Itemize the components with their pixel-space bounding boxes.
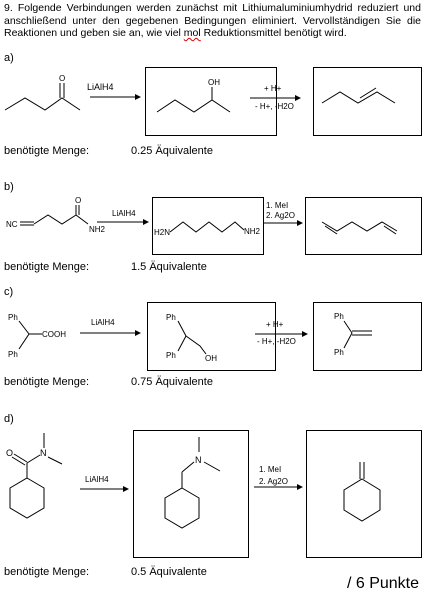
part-d-carbonyl-bond-2 <box>11 456 26 466</box>
part-c-menge-value: 0.75 Äquivalente <box>131 376 213 388</box>
part-c-intermediate-box[interactable] <box>147 302 276 371</box>
part-b-label: b) <box>4 181 14 193</box>
part-d-cond-bottom: 2. Ag2O <box>259 477 288 486</box>
part-b-diene-double-1 <box>324 225 338 235</box>
part-d-atom-n-intermediate: N <box>195 455 202 465</box>
part-a-alkene-chain <box>321 91 396 104</box>
part-d-amine-ring <box>164 487 200 529</box>
part-d-label: d) <box>4 413 14 425</box>
part-a-reagent: LiAlH4 <box>87 82 114 92</box>
part-b-atom-o: O <box>75 196 81 205</box>
part-b-diamine-chain <box>169 221 245 233</box>
part-c-product-bonds <box>343 320 353 349</box>
part-c-atom-ph4: Ph <box>166 351 176 360</box>
part-a-atom-o: O <box>59 74 65 83</box>
part-c-product-box[interactable] <box>313 302 422 371</box>
part-d-cond-top: 1. MeI <box>259 465 281 474</box>
part-c-reagent: LiAlH4 <box>91 318 115 327</box>
part-c-alcohol-chain <box>185 335 207 355</box>
part-c-start-bonds <box>18 320 30 350</box>
part-b-cond-bottom: 2. Ag2O <box>266 211 295 220</box>
part-b-product-box[interactable] <box>305 197 422 255</box>
part-b-atom-h2n: H2N <box>154 228 170 237</box>
part-c-cond-top: + H+ <box>266 320 284 329</box>
part-a-cond-top: + H+ <box>264 84 282 93</box>
part-d-product-ring <box>343 478 381 522</box>
part-c-atom-ph5: Ph <box>334 312 344 321</box>
part-b-atom-nc: NC <box>6 220 18 229</box>
part-c-atom-cooh: COOH <box>42 330 66 339</box>
part-d-atom-o: O <box>6 448 13 458</box>
part-c-cond-bottom: - H+, -H2O <box>257 337 296 346</box>
task-text: 9. Folgende Verbindungen werden zunächst… <box>4 2 421 39</box>
part-a-menge-label: benötigte Menge: <box>4 145 90 157</box>
part-b-diene-double-2 <box>383 225 397 235</box>
part-d-start-ring <box>9 477 45 519</box>
part-a-menge-value: 0.25 Äquivalente <box>131 145 213 157</box>
part-c-alcohol-bonds <box>177 320 187 352</box>
part-b-menge-value: 1.5 Äquivalente <box>131 261 207 273</box>
part-b-reagent: LiAlH4 <box>112 209 136 218</box>
part-a-intermediate-box[interactable] <box>145 67 277 136</box>
part-d-product-box[interactable] <box>306 430 422 558</box>
part-b-start-chain <box>33 205 77 225</box>
part-b-cond-top: 1. MeI <box>266 201 288 210</box>
part-b-amide-bond <box>75 214 89 225</box>
part-b-atom-nh2-end: NH2 <box>244 227 261 236</box>
part-c-menge-label: benötigte Menge: <box>4 376 90 388</box>
part-b-intermediate-box[interactable] <box>152 197 264 255</box>
part-d-amine-methyl-2 <box>203 461 221 472</box>
part-d-atom-n: N <box>40 448 47 458</box>
mol-word: mol <box>183 27 201 39</box>
part-a-alcohol-chain <box>156 99 231 113</box>
points-total: / 6 Punkte <box>346 575 419 592</box>
part-d-intermediate-box[interactable] <box>133 430 249 558</box>
part-d-menge-value: 0.5 Äquivalente <box>131 566 207 578</box>
part-d-reagent: LiAlH4 <box>85 475 109 484</box>
part-c-atom-ph1: Ph <box>8 313 18 322</box>
part-d-n-methyl-2 <box>47 456 63 465</box>
part-a-start-chain <box>4 97 81 111</box>
part-c-atom-ph2: Ph <box>8 350 18 359</box>
part-d-menge-label: benötigte Menge: <box>4 566 90 578</box>
part-d-amine-ch2 <box>181 461 195 473</box>
part-a-product-box[interactable] <box>313 67 422 136</box>
part-a-double-bond <box>359 87 377 99</box>
part-c-label: c) <box>4 286 14 298</box>
part-a-atom-oh: OH <box>208 78 220 87</box>
part-b-atom-nh2: NH2 <box>89 225 106 234</box>
part-c-atom-ph6: Ph <box>334 348 344 357</box>
part-d-carbonyl-bond-1 <box>13 453 28 463</box>
part-d-cn-bond <box>26 454 41 464</box>
part-c-atom-ph3: Ph <box>166 313 176 322</box>
part-c-atom-oh: OH <box>205 354 217 363</box>
part-a-cond-bottom: - H+, -H2O <box>255 102 294 111</box>
part-a-label: a) <box>4 52 14 64</box>
part-b-menge-label: benötigte Menge: <box>4 261 90 273</box>
part-b-diene-chain <box>321 221 398 232</box>
